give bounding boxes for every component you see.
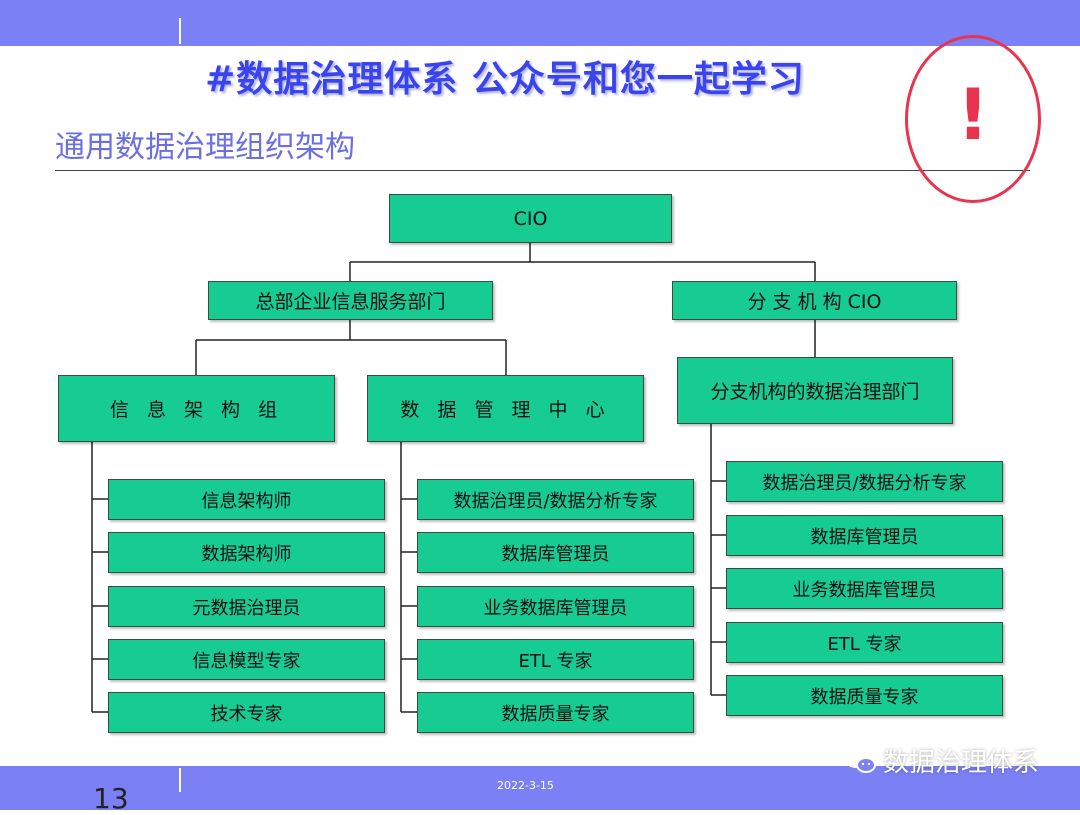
node-hq-dept: 总部企业信息服务部门 — [208, 281, 493, 320]
title-rule — [55, 170, 1030, 171]
node-data-mgmt-center: 数 据 管 理 中 心 — [367, 375, 644, 442]
branch-role-data-steward-analyst: 数据治理员/数据分析专家 — [726, 461, 1003, 502]
role-etl-expert: ETL 专家 — [417, 639, 694, 680]
branch-role-business-dba: 业务数据库管理员 — [726, 568, 1003, 609]
role-data-steward-analyst: 数据治理员/数据分析专家 — [417, 479, 694, 520]
branch-role-data-quality-expert: 数据质量专家 — [726, 675, 1003, 716]
alert-circle-icon — [905, 35, 1041, 203]
slide-date: 2022-3-15 — [497, 779, 554, 792]
slide-subtitle: 通用数据治理组织架构 — [55, 130, 355, 165]
top-divider-tick — [179, 18, 181, 44]
node-cio: CIO — [389, 194, 672, 243]
role-info-model-expert: 信息模型专家 — [108, 639, 385, 680]
role-info-architect: 信息架构师 — [108, 479, 385, 520]
role-data-quality-expert: 数据质量专家 — [417, 692, 694, 733]
watermark-text: 数据治理体系 — [883, 748, 1040, 778]
branch-role-etl-expert: ETL 专家 — [726, 622, 1003, 663]
wechat-icon — [844, 747, 876, 773]
exclamation-icon: ! — [957, 74, 989, 156]
node-branch-gov-dept: 分支机构的数据治理部门 — [677, 357, 953, 424]
page-title: #数据治理体系 公众号和您一起学习 — [205, 59, 805, 100]
role-data-architect: 数据架构师 — [108, 532, 385, 573]
bottom-divider-tick — [179, 768, 181, 792]
role-dba: 数据库管理员 — [417, 532, 694, 573]
role-metadata-steward: 元数据治理员 — [108, 586, 385, 627]
role-business-dba: 业务数据库管理员 — [417, 586, 694, 627]
page-number: 13 — [93, 782, 129, 815]
node-branch-cio: 分 支 机 构 CIO — [672, 281, 957, 320]
branch-role-dba: 数据库管理员 — [726, 515, 1003, 556]
node-info-arch-group: 信 息 架 构 组 — [58, 375, 335, 442]
wechat-watermark: 数据治理体系 — [843, 742, 1039, 779]
role-tech-expert: 技术专家 — [108, 692, 385, 733]
